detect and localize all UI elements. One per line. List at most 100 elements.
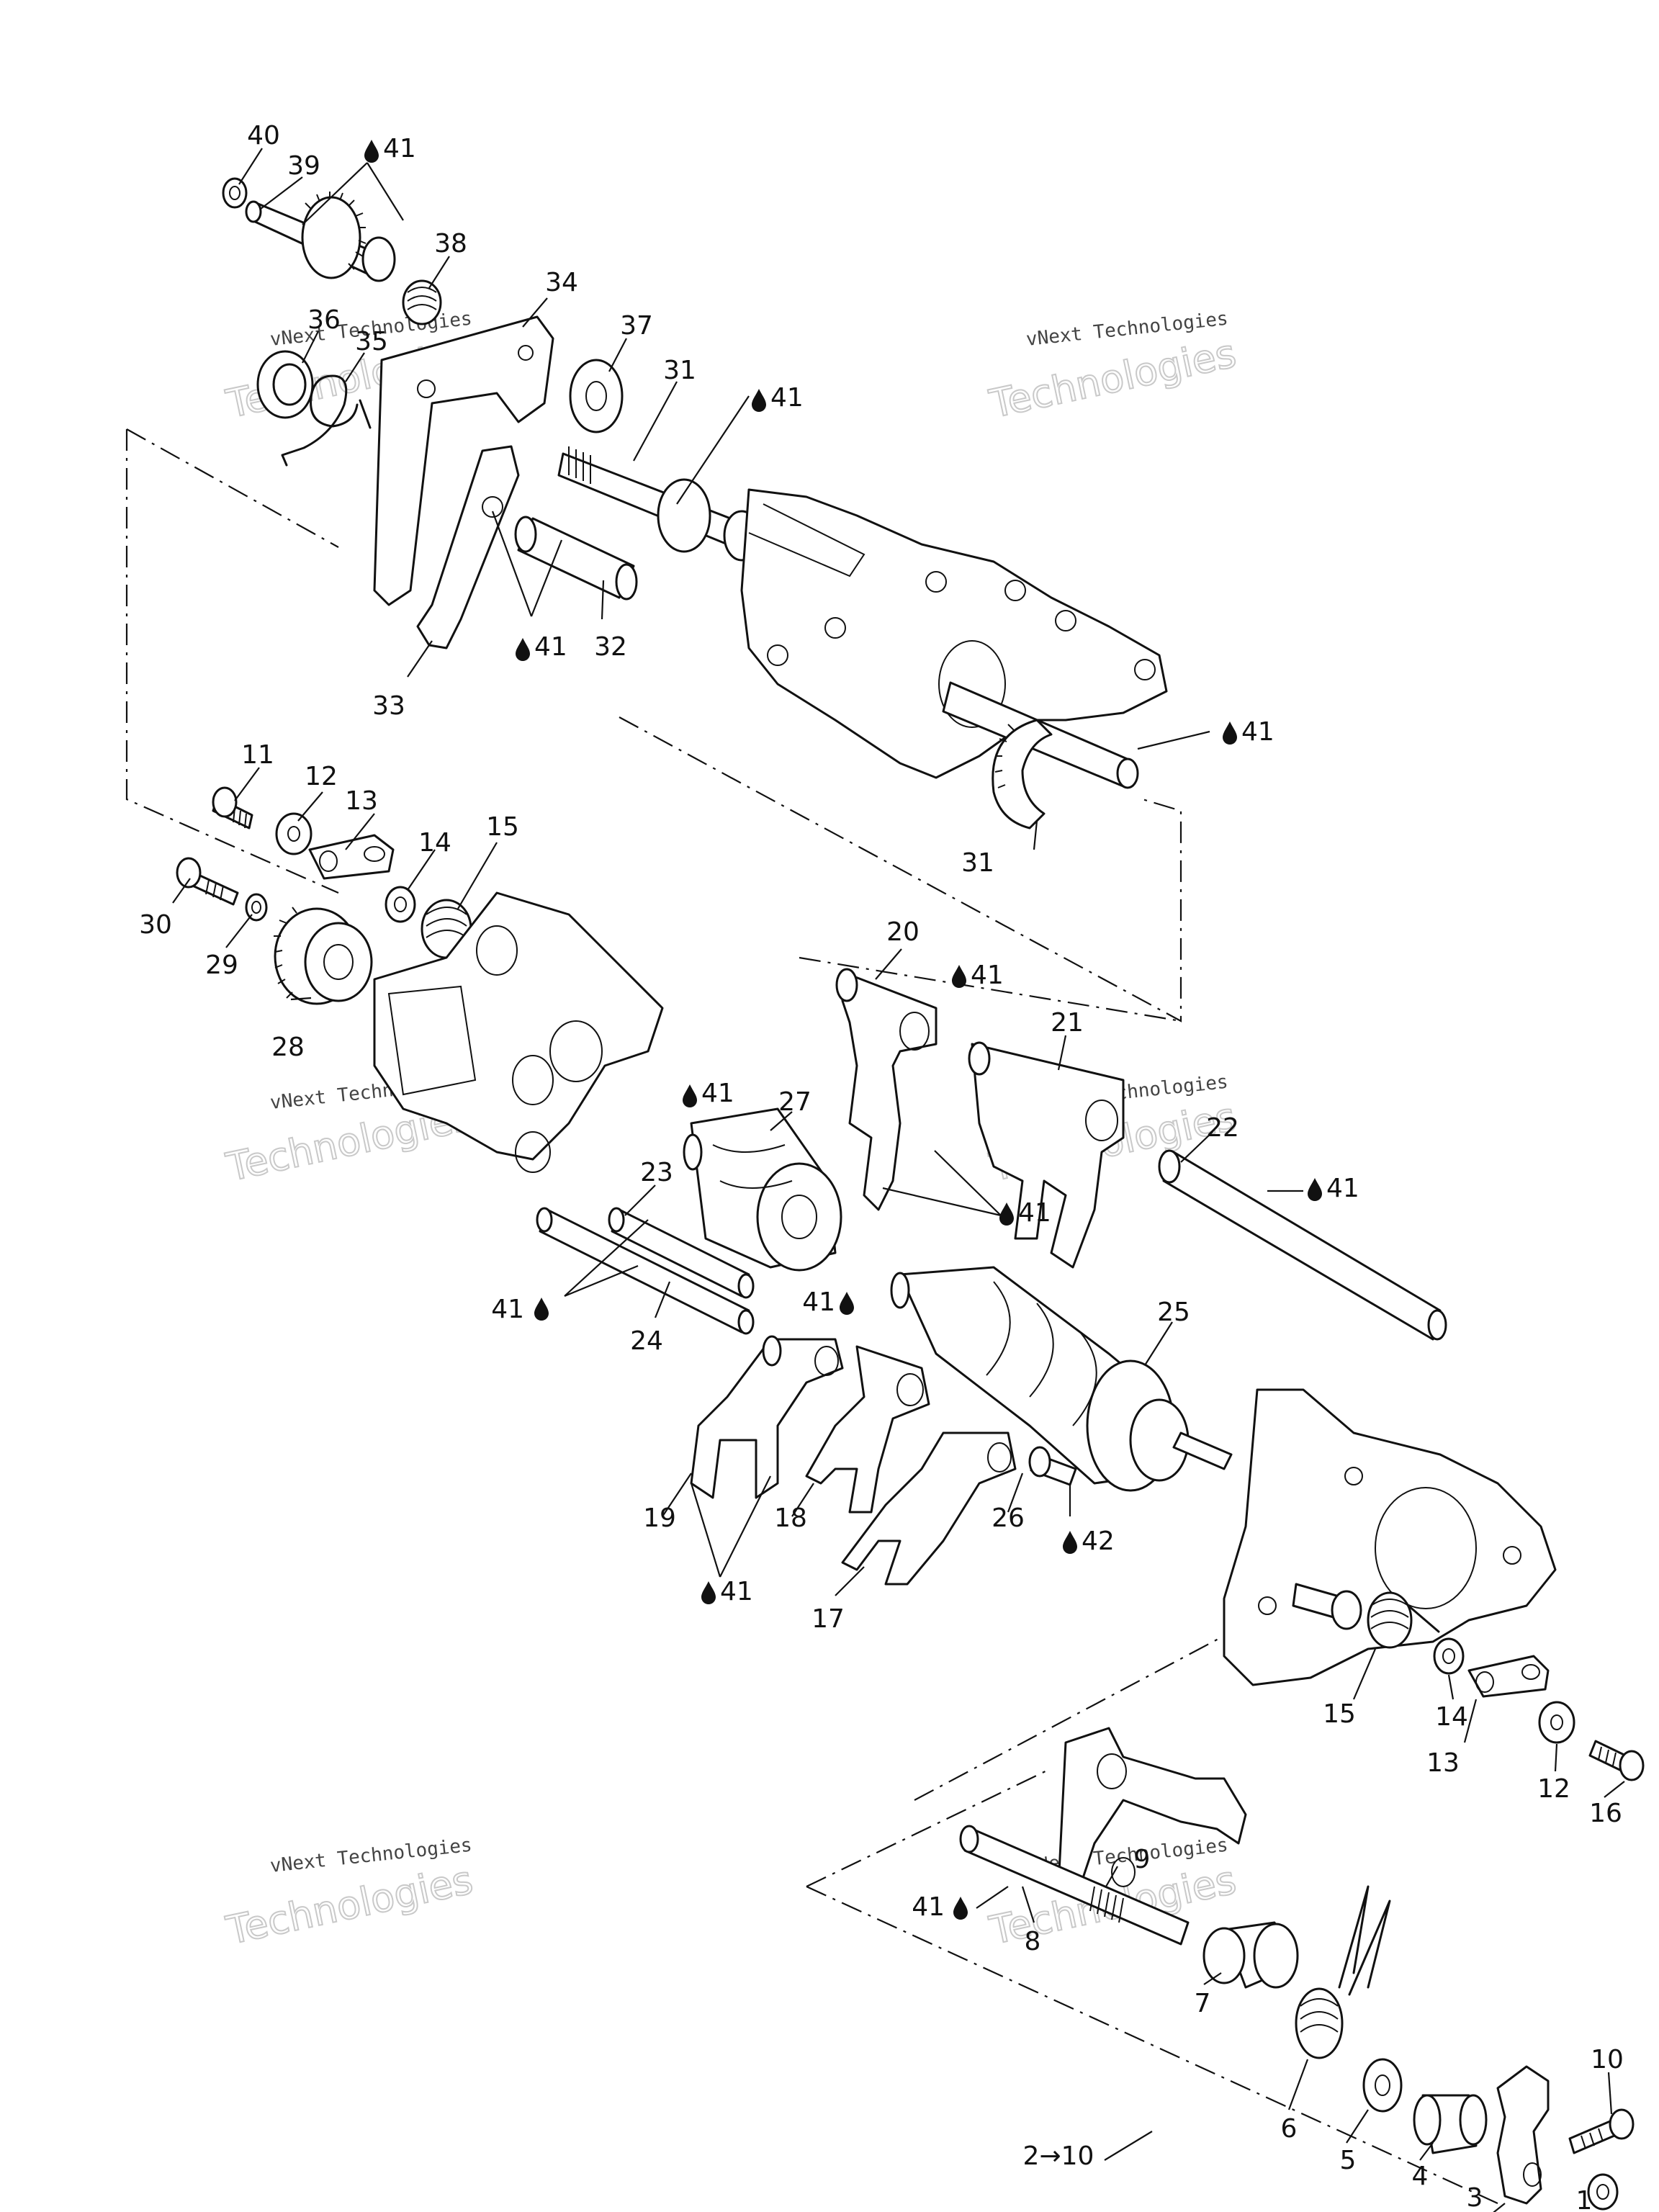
callout-label: 41: [701, 1079, 734, 1108]
part-4-sleeve: [1413, 2094, 1488, 2154]
callout-label: 16: [1589, 1799, 1622, 1828]
shift-housing-upper: [740, 488, 1168, 779]
part-11-bolt: [212, 786, 253, 830]
callout-label: 5: [1340, 2146, 1357, 2175]
oil-drop-icon: [1223, 721, 1237, 745]
callout-label: 27: [778, 1087, 811, 1117]
oil-drop-icon: [952, 965, 966, 988]
callout-label: 31: [961, 848, 994, 878]
callout-label: 42: [1082, 1527, 1115, 1556]
part-39-gear-shaft: [245, 192, 396, 282]
callout-label: 41: [491, 1295, 524, 1324]
part-35-spring: [281, 374, 372, 467]
callout-label: 33: [372, 691, 405, 721]
callout-label: 23: [640, 1158, 673, 1187]
callout-label: 26: [992, 1503, 1025, 1533]
callout-label: 41: [720, 1577, 753, 1606]
callout-label: 12: [305, 762, 338, 791]
callout-label: 21: [1051, 1008, 1084, 1038]
watermark-text: Technologies: [986, 331, 1240, 427]
part-22-shaft: [1158, 1149, 1447, 1341]
callout-label: 18: [774, 1503, 807, 1533]
part-40-washer: [222, 177, 248, 209]
part-14-washer-upper: [385, 886, 416, 923]
callout-label: 31: [663, 356, 696, 385]
callout-labels: 40 39 41 38 36 35 34 37 31 41 41 32 33 4…: [139, 121, 1624, 2212]
part-20-shift-fork: [835, 968, 938, 1211]
part-31-shift-shaft-upper: [557, 446, 760, 562]
part-18-shift-fork: [805, 1345, 930, 1514]
assembly-boundary-lines: [125, 428, 1498, 2204]
callout-label: 10: [1591, 2045, 1624, 2074]
shift-housing-middle: [373, 891, 664, 1173]
callout-label: 17: [811, 1604, 845, 1634]
part-13-link-lower: [1467, 1655, 1550, 1698]
oil-drop-icon: [701, 1581, 716, 1604]
oil-drop-icon: [840, 1292, 854, 1315]
shift-housing-lower: [1223, 1388, 1557, 1686]
part-19-shift-fork: [690, 1335, 844, 1499]
part-38-spring: [402, 279, 442, 325]
part-21-shift-fork: [968, 1041, 1125, 1269]
part-17-shift-fork: [841, 1431, 1017, 1586]
callout-label: 12: [1537, 1774, 1570, 1804]
callout-label: 13: [1426, 1748, 1460, 1778]
part-12-washer-upper: [275, 812, 313, 855]
callout-label: 41: [383, 134, 416, 163]
callout-label: 19: [643, 1503, 676, 1533]
callout-label: 41: [912, 1892, 945, 1922]
part-8-shift-shaft: [959, 1825, 1190, 1946]
callout-label: 24: [630, 1326, 663, 1356]
callout-label: 38: [434, 229, 467, 258]
part-29-washer: [245, 893, 268, 922]
part-28-gear: [274, 907, 373, 1005]
callout-label: 13: [345, 786, 378, 816]
part-34-shift-plate: [373, 315, 554, 606]
callout-label: 22: [1206, 1113, 1239, 1143]
callout-label: 25: [1157, 1298, 1190, 1327]
part-26-pin: [1028, 1446, 1077, 1486]
part-6-spring: [1295, 1885, 1391, 2059]
oil-drop-icon: [516, 638, 530, 661]
part-16-bolt: [1588, 1740, 1645, 1781]
callout-label: 4: [1412, 2162, 1429, 2191]
part-23-shaft: [608, 1207, 755, 1299]
oil-drop-icon: [1308, 1178, 1322, 1201]
callout-label: 15: [1323, 1699, 1356, 1729]
callout-label: 35: [355, 327, 388, 356]
callout-label: 8: [1025, 1927, 1041, 1956]
part-15-spring-lower: [1367, 1591, 1440, 1649]
oil-drop-icon: [364, 140, 379, 163]
part-12-washer-lower: [1538, 1701, 1575, 1744]
callout-label: 40: [247, 121, 280, 150]
oil-drop-icon: [752, 389, 766, 412]
callout-label: 37: [620, 311, 653, 341]
part-30-bolt: [176, 857, 239, 906]
callout-label: 2→10: [1023, 2141, 1094, 2171]
callout-label: 20: [886, 917, 920, 947]
callout-label: 1: [1576, 2186, 1593, 2212]
callout-label: 41: [534, 632, 567, 662]
watermark-text: Technologies: [222, 1857, 477, 1954]
callout-label: 14: [1435, 1702, 1468, 1732]
part-13-link-upper: [308, 834, 395, 880]
part-37-washer: [569, 359, 624, 433]
callout-label: 6: [1281, 2114, 1298, 2144]
part-31-shift-shaft-lower: [942, 681, 1139, 830]
part-32-pin: [514, 516, 638, 601]
oil-drop-icon: [1063, 1531, 1077, 1554]
part-1-washer: [1587, 2173, 1619, 2211]
part-27-shift-drum: [683, 1107, 842, 1272]
part-10-bolt: [1568, 2108, 1635, 2154]
part-7-bushing: [1202, 1921, 1299, 1989]
part-33-shift-lever: [416, 445, 520, 649]
callout-label: 41: [802, 1287, 835, 1317]
callout-label: 39: [287, 151, 320, 181]
callout-label: 30: [139, 910, 172, 940]
part-14-washer-lower: [1433, 1637, 1465, 1675]
callout-label: 41: [1241, 717, 1274, 747]
callout-label: 9: [1134, 1845, 1151, 1874]
part-5-washer: [1362, 2058, 1403, 2113]
callout-label: 41: [971, 961, 1004, 990]
part-3-shift-lever: [1496, 2065, 1550, 2205]
